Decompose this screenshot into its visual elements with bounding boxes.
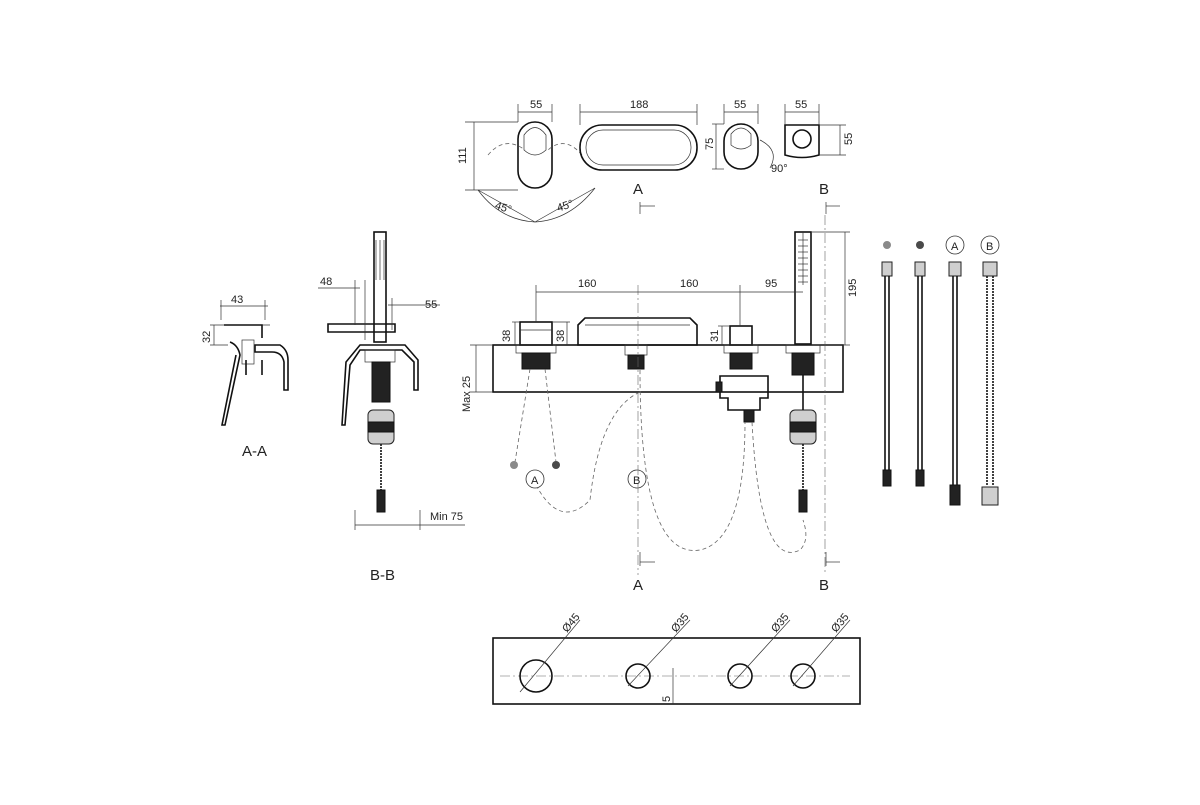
dim-front-spacing-1: 160 bbox=[578, 278, 596, 290]
dim-bb-width: 55 bbox=[425, 299, 437, 311]
dim-hole-1: Ø45 bbox=[560, 611, 583, 635]
hose-a-marker bbox=[945, 235, 965, 255]
dim-top-handle-width: 55 bbox=[734, 99, 746, 111]
pipe-a-label: A bbox=[531, 475, 539, 487]
dim-aa-height: 32 bbox=[201, 331, 213, 343]
front-view-assembly bbox=[470, 215, 850, 575]
view-aa-label: A-A bbox=[242, 443, 267, 460]
dim-hole-2: Ø35 bbox=[669, 611, 692, 635]
dim-front-spacing-3: 95 bbox=[765, 278, 777, 290]
section-bb-view bbox=[318, 231, 465, 530]
top-view-cascade-spout bbox=[579, 104, 698, 171]
supply-hoses bbox=[881, 235, 1000, 506]
dim-top-shower-height: 55 bbox=[843, 133, 855, 145]
dim-angle-right: 45° bbox=[555, 198, 575, 215]
dim-front-height-3: 31 bbox=[709, 330, 721, 342]
dim-top-handle-height: 75 bbox=[704, 138, 716, 150]
section-a-label-top: A bbox=[633, 181, 643, 198]
dim-top-spout-height: 111 bbox=[457, 147, 469, 164]
top-view-shower-holder bbox=[784, 104, 846, 159]
dim-aa-width: 43 bbox=[231, 294, 243, 306]
deck-hole-layout bbox=[492, 619, 861, 705]
cold-water-dot bbox=[552, 461, 560, 469]
dim-front-height-2: 38 bbox=[555, 330, 567, 342]
dim-hole-offset: 5 bbox=[661, 696, 673, 702]
section-b-label-top: B bbox=[819, 181, 829, 198]
dim-top-spout-width: 55 bbox=[530, 99, 542, 111]
dim-bb-offset: 48 bbox=[320, 276, 332, 288]
view-bb-label: B-B bbox=[370, 567, 395, 584]
top-view-diverter-handle bbox=[712, 104, 774, 170]
top-view-mixer-handle bbox=[465, 104, 596, 223]
section-b-label-bottom: B bbox=[819, 577, 829, 594]
dim-hole-3: Ø35 bbox=[769, 611, 792, 635]
dim-front-spacing-2: 160 bbox=[680, 278, 698, 290]
dim-bb-min: Min 75 bbox=[430, 511, 463, 523]
hose-hot-dot bbox=[883, 241, 891, 249]
pipe-b-label: B bbox=[633, 475, 640, 487]
hot-water-dot bbox=[510, 461, 518, 469]
dim-top-cascade-width: 188 bbox=[630, 99, 648, 111]
pipe-b-marker bbox=[627, 469, 647, 489]
hose-cold-dot bbox=[916, 241, 924, 249]
hose-b-label: B bbox=[986, 241, 993, 253]
dim-front-height-1: 38 bbox=[501, 330, 513, 342]
dim-top-shower-width: 55 bbox=[795, 99, 807, 111]
dim-front-max: Max 25 bbox=[461, 376, 473, 412]
dim-rotation-angle: 90° bbox=[771, 163, 788, 175]
section-a-label-bottom: A bbox=[633, 577, 643, 594]
pipe-a-marker bbox=[525, 469, 545, 489]
dim-hole-4: Ø35 bbox=[829, 611, 852, 635]
dim-angle-left: 45° bbox=[493, 200, 513, 217]
hose-a-label: A bbox=[951, 241, 959, 253]
dim-front-shower-height: 195 bbox=[847, 279, 859, 297]
section-aa-view bbox=[210, 300, 289, 426]
hose-b-marker bbox=[980, 235, 1000, 255]
